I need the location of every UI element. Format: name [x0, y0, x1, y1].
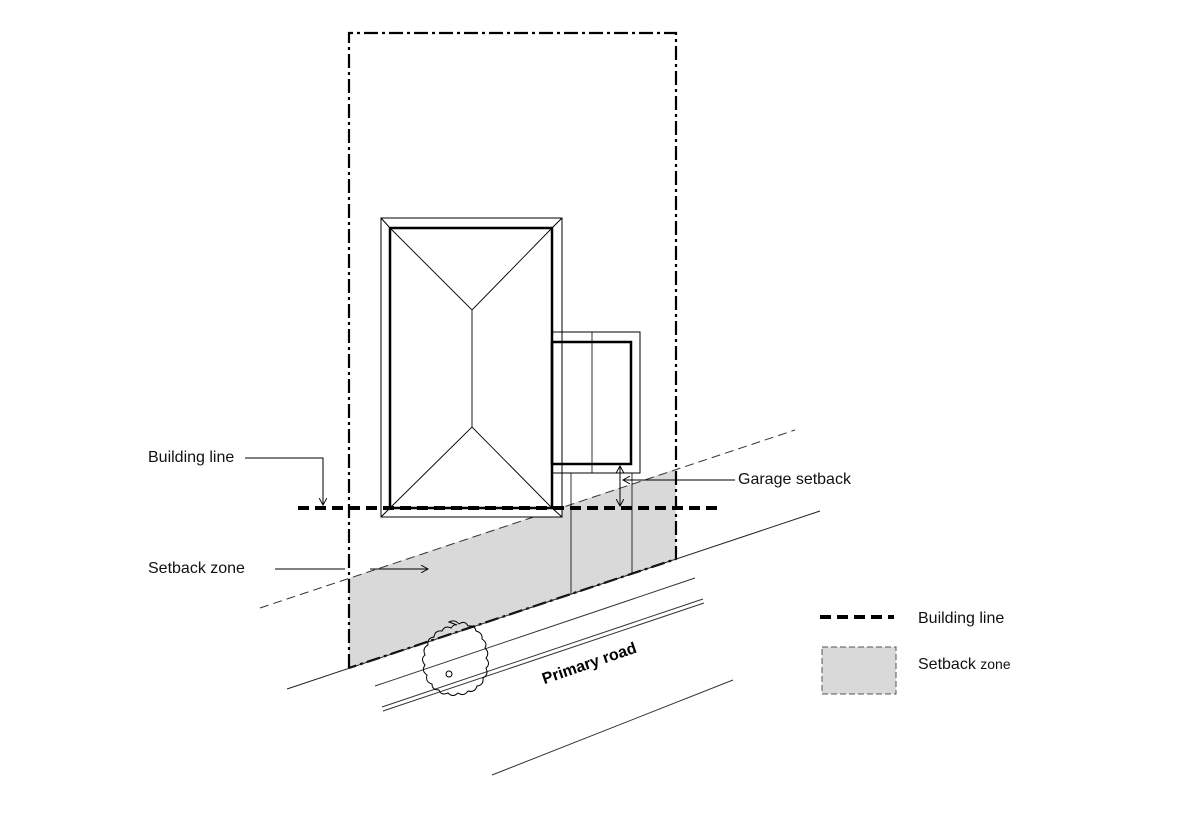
road-far-edge-line [491, 679, 734, 776]
building-line-label: Building line [148, 449, 235, 466]
setback-zone-label: Setback zone [148, 560, 245, 577]
garage [550, 331, 641, 594]
tree-icon [422, 620, 489, 696]
road-kerb-line [382, 602, 705, 712]
house-roof [380, 217, 563, 518]
legend-building-line-label: Building line [918, 610, 1005, 627]
legend-setback-zone-swatch [821, 646, 897, 695]
property-boundary-line [286, 510, 821, 690]
legend-setback-word: Setback [918, 656, 976, 673]
setback-limit-line [259, 429, 796, 609]
garage-setback-label: Garage setback [738, 471, 851, 488]
building-line-leader [245, 457, 323, 505]
legend-setback-zone-label: Setback zone [918, 657, 1011, 673]
legend-zone-word: zone [980, 656, 1011, 672]
road-edge-line [374, 577, 696, 687]
setback-zone-area [349, 469, 676, 668]
